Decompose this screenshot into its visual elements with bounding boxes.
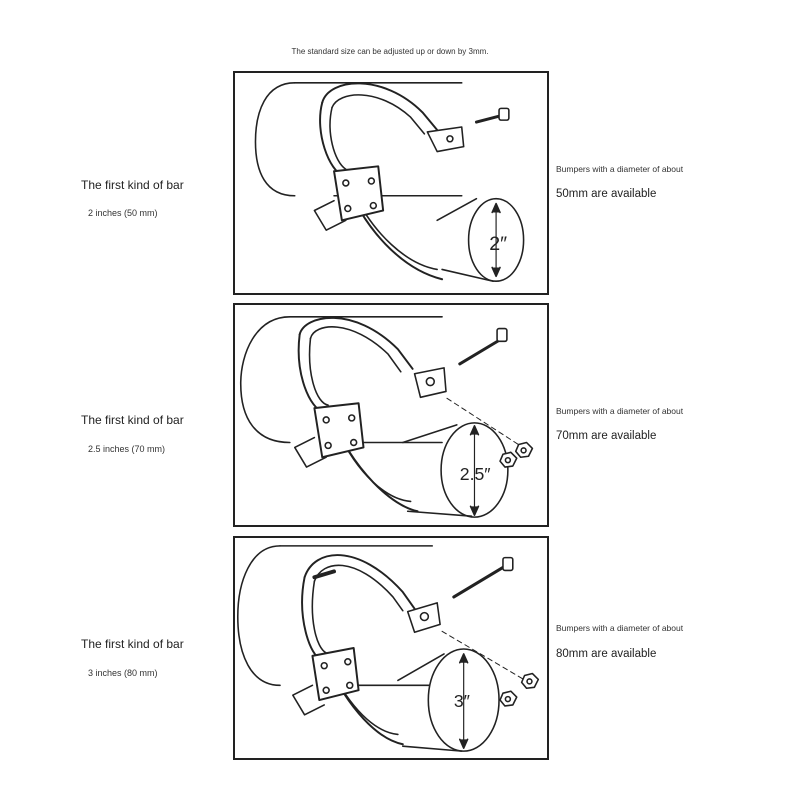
row-2-caption: Bumpers with a diameter of about <box>556 406 684 416</box>
row-3-bracket-illustration: 3″ <box>237 545 540 752</box>
row-3-dimension-label: 3″ <box>454 691 470 711</box>
row-3-diagram-panel: 3″ <box>233 536 549 760</box>
row-1-caption: Bumpers with a diameter of about <box>556 164 684 174</box>
row-1-available: 50mm are available <box>556 188 657 200</box>
row-2-title: The first kind of bar <box>81 413 184 427</box>
row-2-diagram-panel: 2.5″ <box>233 303 549 527</box>
row-3-caption: Bumpers with a diameter of about <box>556 623 684 633</box>
size-adjustment-note: The standard size can be adjusted up or … <box>291 47 489 56</box>
row-2-dimension-label: 2.5″ <box>460 464 491 484</box>
row-1-diagram-panel: 2″ <box>233 71 549 295</box>
row-3-size: 3 inches (80 mm) <box>88 668 158 678</box>
row-3-available: 80mm are available <box>556 648 657 660</box>
row-3-title: The first kind of bar <box>81 637 184 651</box>
row-2-size: 2.5 inches (70 mm) <box>88 444 166 454</box>
row-1-size: 2 inches (50 mm) <box>88 208 158 218</box>
row-2-bracket-illustration: 2.5″ <box>239 316 534 518</box>
row-1-bracket-illustration: 2″ <box>254 82 525 282</box>
row-1-title: The first kind of bar <box>81 178 184 192</box>
row-1-dimension-label: 2″ <box>489 233 507 255</box>
row-2-available: 70mm are available <box>556 430 657 442</box>
